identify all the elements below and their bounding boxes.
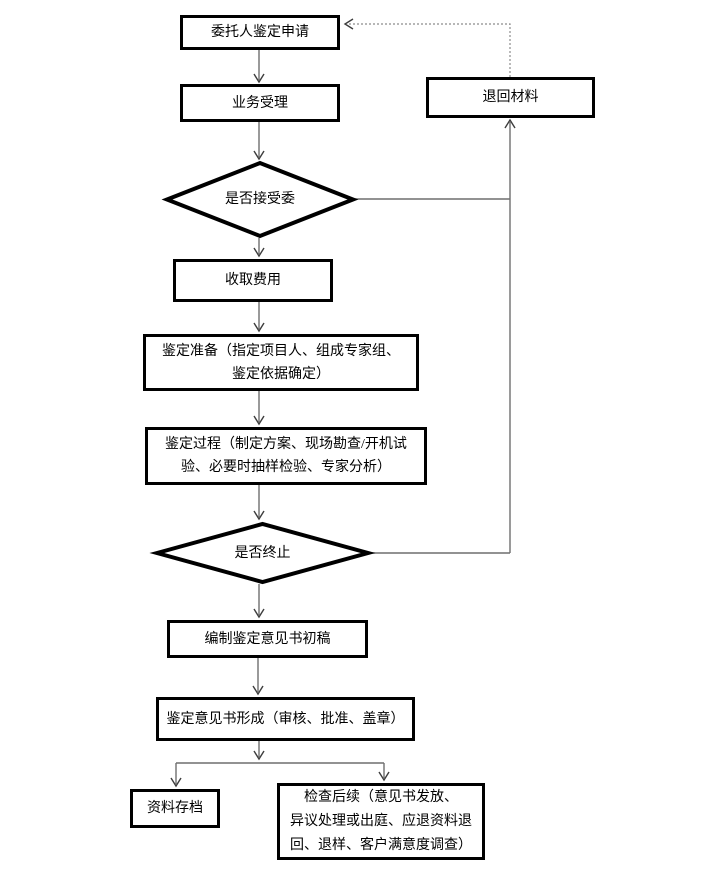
node-label: 业务受理 <box>232 95 288 111</box>
arrow-accept-decision-to-fees <box>253 238 265 258</box>
arrow-formation-to-branch <box>253 741 265 761</box>
node-label: 编制鉴定意见书初稿 <box>204 631 331 647</box>
arrow-draft-to-formation <box>252 658 264 696</box>
node-appraisal-process: 鉴定过程（制定方案、现场勘查/开机试 验、必要时抽样检验、专家分析） <box>145 427 427 485</box>
diamond-shape <box>161 160 359 239</box>
arrow-process-to-terminate-decision <box>253 485 265 521</box>
arrow-terminate-to-draft <box>253 584 265 619</box>
node-label: 是否终止 <box>234 545 291 561</box>
node-label: 检查后续（意见书发放、 异议处理或出庭、应退资料退 回、退样、客户满意度调查） <box>290 789 472 853</box>
node-label: 是否接受委 <box>225 192 295 207</box>
node-return-materials: 退回材料 <box>426 77 595 118</box>
node-label: 委托人鉴定申请 <box>211 25 309 40</box>
node-appraisal-preparation: 鉴定准备（指定项目人、组成专家组、 鉴定依据确定） <box>143 334 419 391</box>
dashed-arrow-return-to-client <box>343 18 511 77</box>
node-label: 收取费用 <box>225 273 281 288</box>
arrow-branch-to-follow-up <box>378 763 390 782</box>
arrow-acceptance-to-accept-decision <box>253 122 265 161</box>
node-label: 鉴定准备（指定项目人、组成专家组、 鉴定依据确定） <box>162 343 400 382</box>
decision-terminate: 是否终止 <box>149 521 376 585</box>
decision-accept-commission: 是否接受委 <box>161 160 359 239</box>
node-label: 鉴定过程（制定方案、现场勘查/开机试 验、必要时抽样检验、专家分析） <box>165 437 407 475</box>
node-label: 资料存档 <box>147 801 203 816</box>
node-label: 退回材料 <box>482 90 539 105</box>
node-follow-up: 检查后续（意见书发放、 异议处理或出庭、应退资料退 回、退样、客户满意度调查） <box>277 783 485 860</box>
arrow-branch-to-archive <box>170 763 182 788</box>
node-business-acceptance: 业务受理 <box>180 84 340 122</box>
node-collect-fees: 收取费用 <box>173 259 333 302</box>
arrow-preparation-to-process <box>253 391 265 426</box>
arrow-fees-to-preparation <box>253 302 265 333</box>
arrow-no-path-to-return-materials <box>504 118 516 553</box>
arrow-client-to-acceptance <box>253 50 265 84</box>
node-label: 鉴定意见书形成（审核、批准、盖章） <box>166 711 405 727</box>
node-opinion-formation: 鉴定意见书形成（审核、批准、盖章） <box>156 697 415 741</box>
node-archive-materials: 资料存档 <box>130 789 220 828</box>
node-client-application: 委托人鉴定申请 <box>180 15 340 50</box>
diamond-shape <box>149 521 376 585</box>
node-draft-opinion: 编制鉴定意见书初稿 <box>167 620 368 658</box>
